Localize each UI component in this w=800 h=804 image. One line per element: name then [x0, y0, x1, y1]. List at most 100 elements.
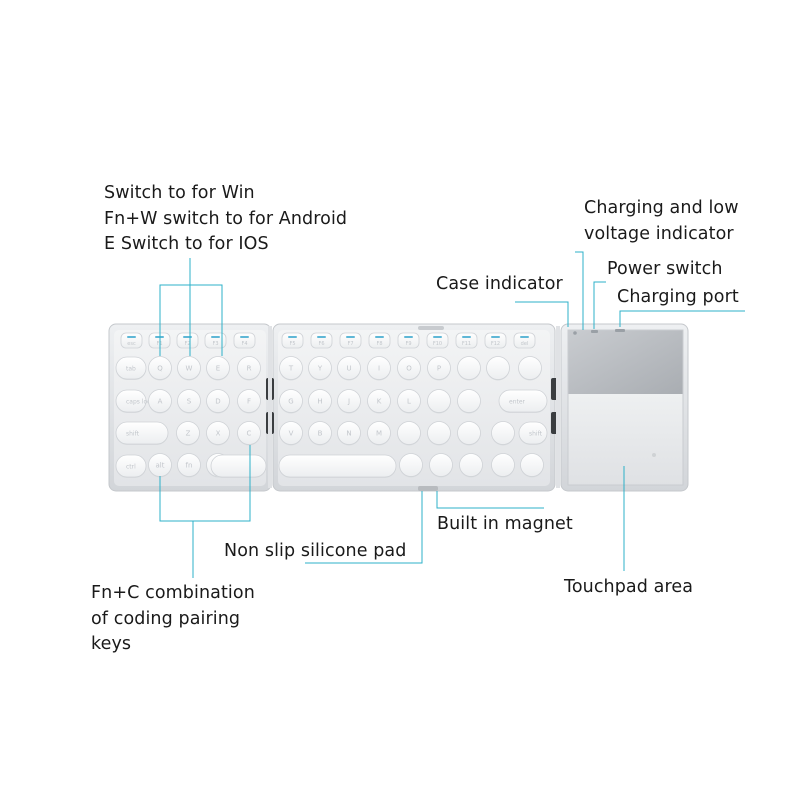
- key-backslash: [518, 356, 542, 380]
- key-f11-label: F11: [462, 341, 471, 347]
- key-x: [206, 421, 230, 445]
- key-e: [206, 356, 230, 380]
- key-i: [367, 356, 391, 380]
- key-g: [279, 389, 303, 413]
- key-shift-right-label: shift: [529, 431, 543, 438]
- key-n-label: N: [346, 430, 351, 438]
- key-j-label: J: [347, 398, 350, 406]
- touchpad-border: [567, 329, 684, 486]
- key-m-label: M: [376, 430, 382, 438]
- key-bottom-1: [399, 453, 423, 477]
- key-f10-label: F10: [433, 341, 442, 347]
- key-l-label: L: [407, 398, 411, 406]
- key-f: [237, 389, 261, 413]
- label-fn-c-line2: of coding pairing: [91, 608, 241, 629]
- key-s: [177, 389, 201, 413]
- key-h: [308, 389, 332, 413]
- key-shift-left: [115, 421, 169, 445]
- key-t-label: T: [288, 365, 294, 373]
- label-case-indicator: Case indicator: [436, 274, 563, 294]
- leader-charging-indicator: [575, 251, 584, 330]
- key-ctrl-label: ctrl: [126, 464, 136, 471]
- case-indicator-notch: [418, 326, 444, 330]
- key-q-label: Q: [157, 365, 163, 373]
- key-f7-accent: [346, 336, 355, 338]
- key-f11-accent: [462, 336, 471, 338]
- key-d: [206, 389, 230, 413]
- leader-os-switch-bracket: [159, 284, 223, 356]
- key-f5-accent: [288, 336, 297, 338]
- key-space-left: [210, 454, 267, 478]
- touchpad-top: [568, 330, 683, 394]
- key-esc-label: esc: [127, 341, 136, 347]
- key-f4: [233, 332, 256, 349]
- key-m: [367, 421, 391, 445]
- key-f3-label: F3: [212, 341, 218, 347]
- key-y: [308, 356, 332, 380]
- key-g-label: G: [288, 398, 293, 406]
- leader-non-slip-pad: [305, 491, 423, 564]
- key-v: [279, 421, 303, 445]
- touchpad-bottom: [568, 394, 683, 485]
- key-enter-label: enter: [509, 399, 526, 406]
- key-f7: [339, 332, 362, 349]
- key-f6: [310, 332, 333, 349]
- key-esc: [120, 332, 143, 349]
- key-alt-label: alt: [156, 462, 165, 470]
- key-caps-lock-label: caps lock: [126, 399, 154, 406]
- key-esc-accent: [127, 336, 136, 338]
- key-f6-label: F6: [318, 341, 324, 347]
- key-r-label: R: [247, 365, 252, 373]
- label-charging-line1: Charging and low: [584, 198, 739, 218]
- hinge-bar-left: [268, 326, 272, 488]
- leader-fn-c-bracket: [159, 445, 251, 522]
- key-f3-accent: [211, 336, 220, 338]
- key-punct-2: [457, 389, 481, 413]
- key-f9-label: F9: [405, 341, 411, 347]
- key-f12: [484, 332, 507, 349]
- key-n: [337, 421, 361, 445]
- leader-lines: [159, 251, 745, 578]
- key-f3: [204, 332, 227, 349]
- key-arrow-up: [491, 421, 515, 445]
- key-tab: [115, 356, 147, 380]
- key-f4-accent: [240, 336, 249, 338]
- key-caps-lock: [115, 389, 147, 413]
- key-punct-r3: [457, 421, 481, 445]
- key-tab-label: tab: [126, 366, 136, 373]
- key-bracket-2: [486, 356, 510, 380]
- key-f5-label: F5: [289, 341, 295, 347]
- key-del-label: del: [521, 341, 529, 347]
- label-switch-win: Switch to for Win: [104, 183, 255, 203]
- magnet-notch: [418, 486, 438, 491]
- key-f9-accent: [404, 336, 413, 338]
- key-f8-label: F8: [376, 341, 382, 347]
- key-x-label: X: [216, 430, 221, 438]
- key-k-label: K: [377, 398, 382, 406]
- key-bracket-1: [457, 356, 481, 380]
- key-shift-left-label: shift: [126, 431, 140, 438]
- key-z: [176, 421, 200, 445]
- key-u: [337, 356, 361, 380]
- key-f-label: F: [247, 398, 251, 406]
- label-charging-indicator: Charging and low voltage indicator: [584, 196, 739, 247]
- key-j: [337, 389, 361, 413]
- key-l: [397, 389, 421, 413]
- label-power-switch: Power switch: [607, 259, 723, 279]
- key-f6-accent: [317, 336, 326, 338]
- key-y-label: Y: [317, 365, 323, 373]
- key-i-label: I: [378, 365, 380, 373]
- key-f9: [397, 332, 420, 349]
- key-s-label: S: [187, 398, 192, 406]
- key-bottom-4: [491, 453, 515, 477]
- key-f2-label: F2: [184, 341, 190, 347]
- key-b: [308, 421, 332, 445]
- key-t: [279, 356, 303, 380]
- key-f7-label: F7: [347, 341, 353, 347]
- key-e-label: E: [216, 365, 220, 373]
- label-non-slip-pad: Non slip silicone pad: [224, 541, 407, 561]
- key-c: [237, 421, 261, 445]
